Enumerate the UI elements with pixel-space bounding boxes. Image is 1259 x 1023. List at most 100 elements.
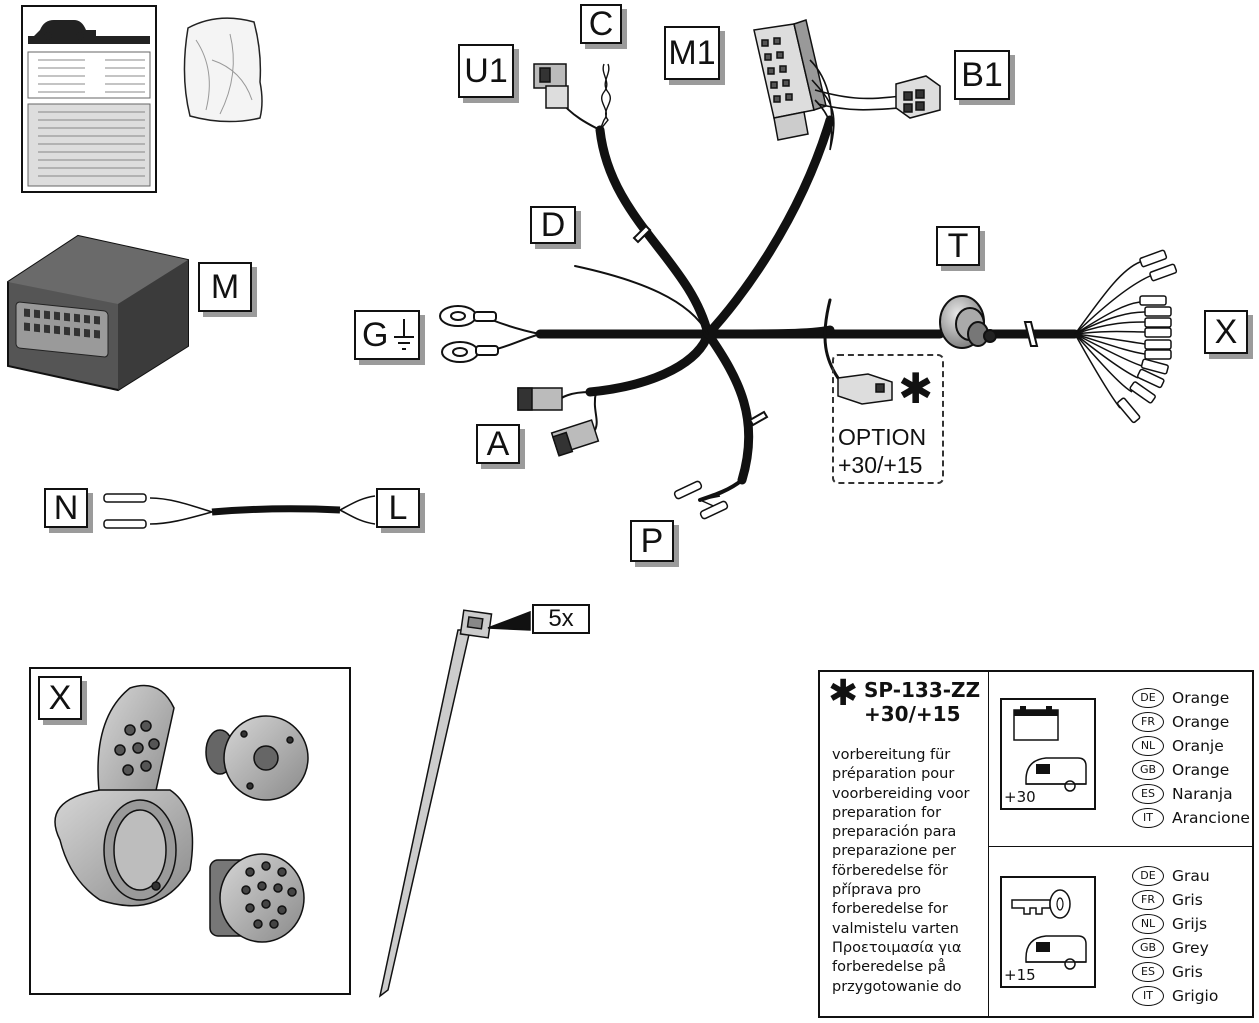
connector-m1-icon <box>753 19 901 151</box>
legend-line: przygotowanie do <box>832 978 962 995</box>
legend-panel: ✱ SP-133-ZZ +30/+15 vorbereitung für pré… <box>818 670 1254 1018</box>
option-connector-icon <box>837 373 893 405</box>
lang-code: DE <box>1132 688 1164 708</box>
legend-line: preparación para <box>832 824 957 841</box>
color-name: Orange <box>1172 689 1230 707</box>
plastic-bag-icon <box>183 17 263 123</box>
label-x-detail: X <box>38 676 82 720</box>
socket-icon <box>54 684 194 907</box>
legend-line: voorbereiding voor <box>832 785 970 802</box>
legend-divider-vertical <box>988 672 989 1016</box>
legend-line: förberedelse för <box>832 862 948 879</box>
color-row: FR Orange <box>1132 710 1250 734</box>
option-text: OPTION +30/+15 <box>838 424 926 479</box>
lang-code: DE <box>1132 866 1164 886</box>
color-name: Naranja <box>1172 785 1233 803</box>
twisted-pair-c-icon <box>599 63 611 131</box>
connector-p-icon <box>673 480 729 520</box>
color-name: Gris <box>1172 963 1203 981</box>
color-name: Grijs <box>1172 915 1208 933</box>
battery-box-30: +30 <box>1000 698 1096 810</box>
battery-trailer-icon <box>1013 706 1087 792</box>
legend-voltage: +30/+15 <box>864 702 961 726</box>
connector-b1-icon <box>895 75 941 119</box>
lang-code: GB <box>1132 760 1164 780</box>
option-box <box>832 354 944 484</box>
color-row: DE Orange <box>1132 686 1250 710</box>
legend-asterisk-icon: ✱ <box>828 673 859 714</box>
label-c: C <box>580 4 622 44</box>
color-name: Gris <box>1172 891 1203 909</box>
label-l: L <box>376 488 420 528</box>
legend-divider-horizontal <box>988 846 1254 847</box>
lang-code: FR <box>1132 712 1164 732</box>
harness-main <box>535 115 1080 502</box>
color-name: Orange <box>1172 713 1230 731</box>
color-name: Grau <box>1172 867 1210 885</box>
box30-label: +30 <box>1004 788 1036 806</box>
color-row: ES Gris <box>1132 960 1218 984</box>
label-m: M <box>198 262 252 312</box>
color-row: NL Grijs <box>1132 912 1218 936</box>
option-line2: +30/+15 <box>838 451 923 478</box>
color-row: DE Grau <box>1132 864 1218 888</box>
legend-line: préparation pour <box>832 766 955 783</box>
label-m1: M1 <box>664 26 720 80</box>
label-b1: B1 <box>954 50 1010 100</box>
cable-tie-icon <box>378 609 531 998</box>
key-box-15: +15 <box>1000 876 1096 988</box>
legend-header: SP-133-ZZ +30/+15 <box>864 678 988 726</box>
connector-a-icon <box>517 387 600 457</box>
lang-code: IT <box>1132 986 1164 1006</box>
legend-line: forberedelse for <box>832 901 948 918</box>
color-name: Arancione <box>1172 809 1250 827</box>
color-name: Grey <box>1172 939 1209 957</box>
control-module-icon <box>7 234 189 392</box>
connector-u1-icon <box>533 63 601 131</box>
ground-ring-terminals-icon <box>439 305 541 363</box>
fan-out-terminals-x-icon <box>1074 249 1178 424</box>
legend-line: preparation for <box>832 804 942 821</box>
break-marks <box>632 224 1039 427</box>
legend-line: příprava pro <box>832 882 922 899</box>
ground-symbol-icon <box>394 319 415 350</box>
wire-n-l <box>103 493 376 529</box>
legend-line: valmistelu varten <box>832 920 959 937</box>
grommet-t-icon <box>939 295 997 349</box>
color-row: GB Grey <box>1132 936 1218 960</box>
color-name: Grigio <box>1172 987 1219 1005</box>
instruction-manual-icon <box>21 5 157 193</box>
key-trailer-icon <box>1011 889 1087 970</box>
plug-insert-icon <box>209 853 305 943</box>
box15-label: +15 <box>1004 966 1036 984</box>
legend-line: vorbereitung für <box>832 747 951 763</box>
label-p: P <box>630 520 674 562</box>
color-row: ES Naranja <box>1132 782 1250 806</box>
legend-text-list: vorbereitung für préparation pour voorbe… <box>832 746 970 997</box>
label-g: G <box>362 316 389 354</box>
legend-code: SP-133-ZZ <box>864 678 981 702</box>
label-a: A <box>476 424 520 464</box>
lang-code: IT <box>1132 808 1164 828</box>
option-line1: OPTION <box>838 424 927 450</box>
label-u1: U1 <box>458 44 514 98</box>
lang-code: NL <box>1132 914 1164 934</box>
label-g-ground: G <box>354 310 420 360</box>
asterisk-icon: ✱ <box>898 364 934 413</box>
lang-code: GB <box>1132 938 1164 958</box>
lang-code: ES <box>1132 784 1164 804</box>
label-qty: 5x <box>532 604 590 634</box>
legend-line: forberedelse på <box>832 959 946 976</box>
lang-code: NL <box>1132 736 1164 756</box>
label-d: D <box>530 206 576 244</box>
x-detail-panel <box>29 667 351 995</box>
label-t: T <box>936 226 980 266</box>
lang-code: ES <box>1132 962 1164 982</box>
color-row: IT Arancione <box>1132 806 1250 830</box>
legend-line: Προετοιμασία για <box>832 939 962 956</box>
